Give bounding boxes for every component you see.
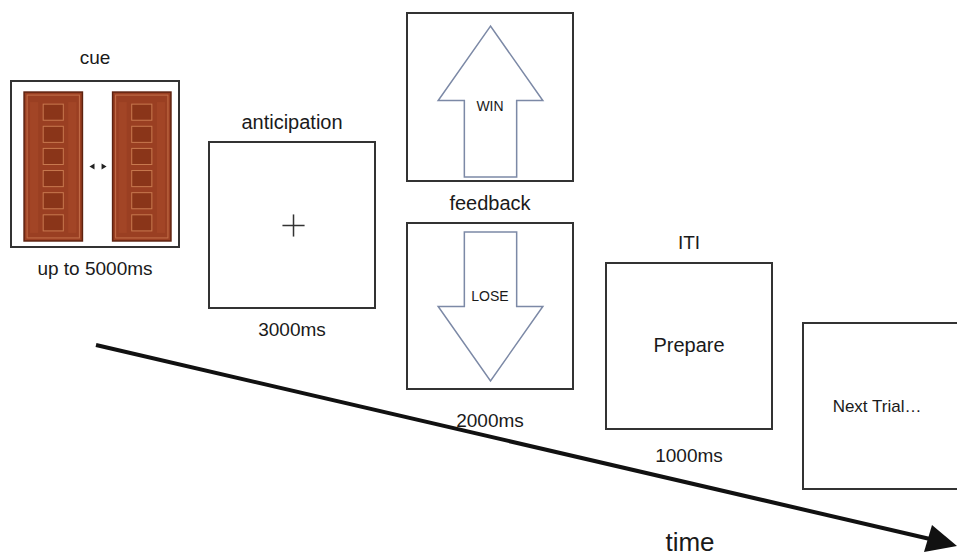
cue-box: cueup to 5000ms (10, 80, 180, 248)
win-feedback-box: WIN (406, 12, 574, 182)
time-arrowhead (924, 525, 957, 552)
box-text: LOSE (471, 288, 508, 304)
feedback-arrow (408, 224, 572, 388)
box-text: Next Trial… (833, 397, 922, 417)
duration-text: 1000ms (655, 445, 723, 467)
iti-box: ITIPrepare1000ms (605, 262, 773, 430)
feedback-arrow (408, 14, 572, 180)
phase-heading: ITI (678, 232, 700, 254)
fixation-cross (210, 143, 374, 307)
lose-feedback-box: LOSE (406, 222, 574, 390)
duration-text: up to 5000ms (37, 258, 152, 280)
duration-text: 2000ms (456, 410, 524, 432)
axis-label: time (665, 528, 714, 558)
door-illustration (12, 82, 178, 246)
phase-heading: feedback (449, 192, 530, 215)
box-text: Prepare (653, 334, 724, 357)
anticipation-box: anticipation3000ms (208, 141, 376, 309)
phase-heading: cue (80, 47, 111, 69)
phase-heading: anticipation (241, 111, 342, 134)
duration-text: 3000ms (258, 319, 326, 341)
next-trial-box: Next Trial… (802, 322, 957, 490)
box-text: WIN (476, 98, 503, 114)
